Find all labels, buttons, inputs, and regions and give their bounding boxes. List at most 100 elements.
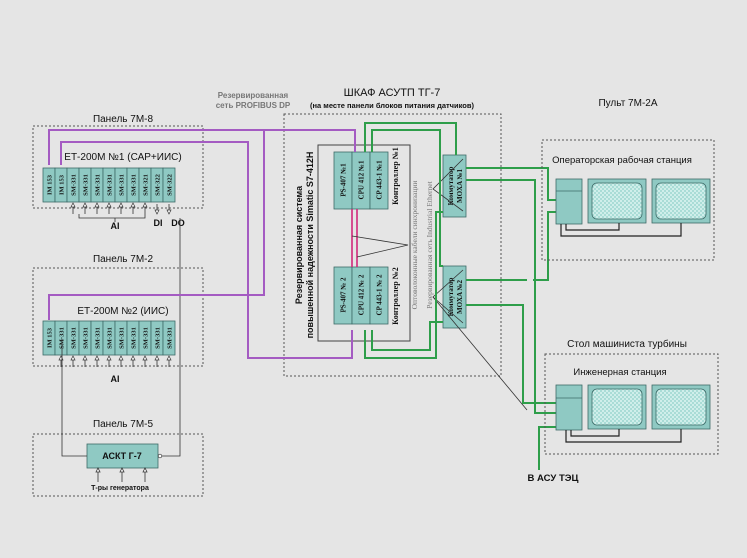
switch-2-line2: MOXA №2: [456, 279, 464, 314]
signal-arrow-icon: [166, 209, 172, 215]
controller-module-label: CP 443-1 №1: [376, 160, 384, 200]
controller-module-label: CPU 412 № 2: [358, 274, 366, 315]
rack-module-label: SM-331: [154, 327, 161, 349]
turbine-desk-title: Стол машиниста турбины: [567, 338, 687, 350]
cabinet-subtitle: (на месте панели блоков питания датчиков…: [310, 101, 474, 110]
rack-module-label: SM-331: [142, 327, 149, 349]
signal-arrow-icon: [166, 355, 172, 361]
ethernet-ctrl1-sw1: [364, 122, 457, 155]
ethernet-sw1-ows: [466, 167, 556, 201]
cabinet-frame: [283, 113, 502, 377]
switch-2: [442, 265, 467, 329]
operator-station-frame: [541, 139, 715, 261]
switch-1: [442, 154, 467, 218]
rack-module-label: SM-331: [130, 327, 137, 349]
rack-module-label: SM-331: [106, 327, 113, 349]
rack-module-label: SM-322: [154, 174, 161, 196]
operator-cable-2: [560, 223, 682, 237]
rack-module-label: SM-331: [58, 327, 65, 349]
engineering-monitor-1: [587, 384, 647, 430]
rack-module-label: SM-331: [94, 174, 101, 196]
console-7m2a-title: Пульт 7М-2А: [598, 98, 657, 109]
rack-module-label: IM 153: [58, 174, 65, 195]
rack-module-label: SM-331: [106, 174, 113, 196]
signal-arrow-icon: [82, 355, 88, 361]
operator-pc: [555, 178, 583, 225]
sync-cables-label: Оптоволоконные кабели синхронизации: [410, 181, 419, 310]
askt-do-link: [161, 218, 181, 457]
signal-arrow-icon: [82, 202, 88, 208]
signal-arrow-icon: [154, 355, 160, 361]
ethernet-sw1-es: [466, 179, 556, 414]
controller-2-label: Контроллер №2: [391, 267, 400, 324]
rack-module-label: SM-331: [118, 327, 125, 349]
profibus-line-b2: [247, 292, 353, 359]
engineering-station-frame: [544, 353, 719, 455]
redundant-system-label-1: Резервированная система: [294, 185, 304, 304]
signal-arrow-icon: [94, 202, 100, 208]
rack-module-label: SM-331: [82, 327, 89, 349]
askt-title: АСКТ Г-7: [102, 451, 142, 461]
ethernet-ctrl2-sw1: [364, 211, 443, 359]
cabinet-title: ШКАФ АСУТП ТГ-7: [344, 87, 441, 99]
rack-module-label: SM-331: [130, 174, 137, 196]
panel-7m2-title: Панель 7М-2: [93, 254, 154, 265]
engineering-station-title: Инженерная станция: [573, 367, 666, 378]
ethernet-to-asu: [538, 426, 556, 470]
signal-arrow-icon: [70, 355, 76, 361]
signal-arrow-icon: [118, 355, 124, 361]
operator-monitor-2: [651, 178, 711, 224]
signal-arrow-icon: [118, 202, 124, 208]
rack-module-label: SM-331: [94, 327, 101, 349]
switch-1-line1: Коммутатор: [447, 167, 455, 206]
panel-7m8-title: Панель 7М-8: [93, 114, 154, 125]
rack-module-label: SM-331: [70, 174, 77, 196]
rack-module-label: IM 153: [46, 327, 53, 348]
ethernet-ctrl1-sw2: [371, 129, 443, 267]
rack-module: [162, 320, 176, 356]
operator-station-title: Операторская рабочая станция: [552, 155, 692, 166]
et200m-2-ai-label: AI: [111, 374, 120, 384]
controller-module-label: CPU 412 №1: [358, 160, 366, 199]
signal-arrow-icon: [130, 355, 136, 361]
et200m-2-rack: IM 153 SM-331 SM-331 SM-331 SM-331 SM-331 SM-3…: [42, 320, 176, 367]
ethernet-ctrl2-sw2: [371, 321, 443, 351]
rack-module-label: SM-331: [70, 327, 77, 349]
signal-arrow-icon: [106, 202, 112, 208]
controller-1-label: Контроллер №1: [391, 147, 400, 204]
to-asu-tec-label: В АСУ ТЭЦ: [528, 473, 579, 484]
engineering-cable-2: [565, 429, 682, 443]
et200m-1-di-label: DI: [154, 218, 163, 228]
askt-connector: [157, 453, 163, 459]
ethernet-sw2-es: [466, 304, 556, 404]
rack-module-label: SM-331: [118, 174, 125, 196]
engineering-pc: [555, 384, 583, 431]
signal-arrow-icon: [142, 202, 148, 208]
signal-arrow-icon: [154, 209, 160, 215]
profibus-label-2: сеть PROFIBUS DP: [216, 101, 291, 110]
rack-module-label: SM-321: [142, 174, 149, 196]
profibus-line-a1: [48, 129, 356, 165]
rack-module-label: SM-331: [166, 327, 173, 349]
industrial-ethernet-label: Резервированная сеть Industrial Ethernet: [425, 180, 434, 308]
ethernet-callout-3: [432, 296, 528, 411]
panel-7m5-frame: [32, 433, 204, 497]
et200m-1-do-label: DO: [171, 218, 185, 228]
et200m-1-ai-label: AI: [111, 221, 120, 231]
ethernet-sw2-ows: [533, 211, 556, 281]
askt-caption: Т-ры генератора: [91, 485, 149, 492]
operator-monitor-1: [587, 178, 647, 224]
signal-arrow-icon: [130, 202, 136, 208]
et200m-1-title: ЕТ-200М №1 (САР+ИИС): [64, 152, 181, 163]
controller-module: [369, 266, 389, 325]
askt-ai-link: [61, 339, 87, 457]
engineering-monitor-2: [651, 384, 711, 430]
rack-module-label: SM-322: [166, 174, 173, 196]
controller-module-label: PS-407 № 2: [340, 277, 348, 313]
askt-box: [86, 443, 159, 469]
switch-1-line2: MOXA №1: [456, 168, 464, 203]
et200m-2-title: ЕТ-200М №2 (ИИС): [77, 306, 168, 317]
